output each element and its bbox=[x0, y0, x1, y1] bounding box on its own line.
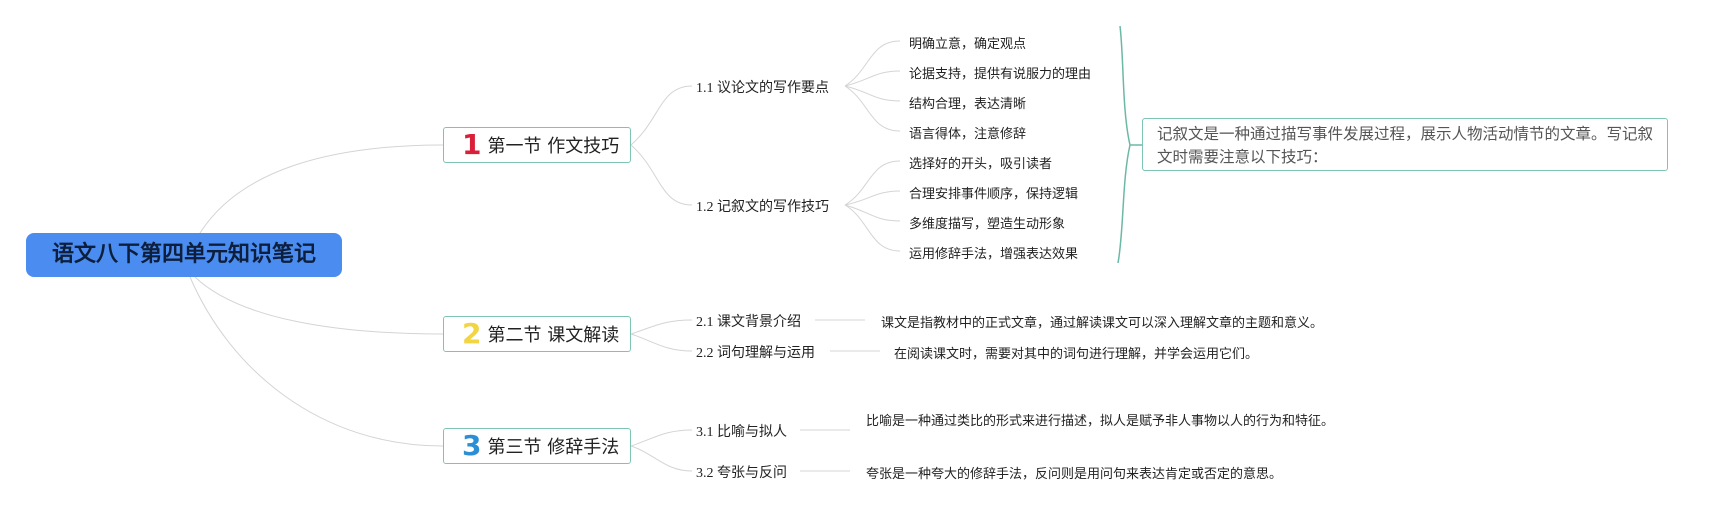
subtopic-2-2[interactable]: 2.2 词句理解与运用 bbox=[696, 346, 815, 361]
link-sec1-sub2 bbox=[630, 144, 693, 206]
desc-3-1[interactable]: 比喻是一种通过类比的形式来进行描述，拟人是赋予非人事物以人的行为和特征。 bbox=[866, 414, 1335, 429]
leaf-1-2-1[interactable]: 选择好的开头，吸引读者 bbox=[909, 157, 1053, 172]
leaf-1-1-1[interactable]: 明确立意，确定观点 bbox=[909, 37, 1027, 52]
subtopic-1-2[interactable]: 1.2 记叙文的写作技巧 bbox=[696, 200, 829, 215]
section-node-2[interactable]: 2 第二节 课文解读 bbox=[443, 316, 631, 352]
summary-bracket bbox=[1117, 25, 1131, 264]
leaf-1-1-3[interactable]: 结构合理，表达清晰 bbox=[909, 97, 1027, 112]
summary-note[interactable]: 记叙文是一种通过描写事件发展过程，展示人物活动情节的文章。写记叙文时需要注意以下… bbox=[1142, 118, 1668, 171]
leaf-1-1-4[interactable]: 语言得体，注意修辞 bbox=[909, 127, 1027, 142]
link-root-sec2 bbox=[194, 276, 444, 335]
subtopic-2-1[interactable]: 2.1 课文背景介绍 bbox=[696, 315, 801, 330]
subtopic-1-1[interactable]: 1.1 议论文的写作要点 bbox=[696, 81, 829, 96]
desc-3-2[interactable]: 夸张是一种夸大的修辞手法，反问则是用问句来表达肯定或否定的意思。 bbox=[866, 467, 1283, 482]
leaf-1-1-2[interactable]: 论据支持，提供有说服力的理由 bbox=[909, 67, 1092, 82]
section-title-3: 第三节 修辞手法 bbox=[487, 437, 620, 458]
desc-2-2[interactable]: 在阅读课文时，需要对其中的词句进行理解，并学会运用它们。 bbox=[894, 347, 1259, 362]
link-root-sec3 bbox=[189, 276, 444, 447]
desc-2-1[interactable]: 课文是指教材中的正式文章，通过解读课文可以深入理解文章的主题和意义。 bbox=[881, 316, 1324, 331]
section-title-2: 第二节 课文解读 bbox=[487, 325, 620, 346]
section-number-3: 3 bbox=[462, 429, 482, 462]
root-node[interactable]: 语文八下第四单元知识笔记 bbox=[26, 233, 342, 277]
section-number-1: 1 bbox=[462, 128, 482, 161]
section-title-1: 第一节 作文技巧 bbox=[487, 136, 620, 157]
leaf-1-2-2[interactable]: 合理安排事件顺序，保持逻辑 bbox=[909, 187, 1079, 202]
section-number-2: 2 bbox=[462, 317, 482, 350]
link-root-sec1 bbox=[199, 144, 444, 234]
leaf-1-2-4[interactable]: 运用修辞手法，增强表达效果 bbox=[909, 247, 1079, 262]
section-node-1[interactable]: 1 第一节 作文技巧 bbox=[443, 127, 631, 163]
leaf-1-2-3[interactable]: 多维度描写，塑造生动形象 bbox=[909, 217, 1066, 232]
section-node-3[interactable]: 3 第三节 修辞手法 bbox=[443, 428, 631, 464]
subtopic-3-2[interactable]: 3.2 夸张与反问 bbox=[696, 466, 787, 481]
link-sec1-sub1 bbox=[630, 85, 693, 146]
subtopic-3-1[interactable]: 3.1 比喻与拟人 bbox=[696, 425, 787, 440]
